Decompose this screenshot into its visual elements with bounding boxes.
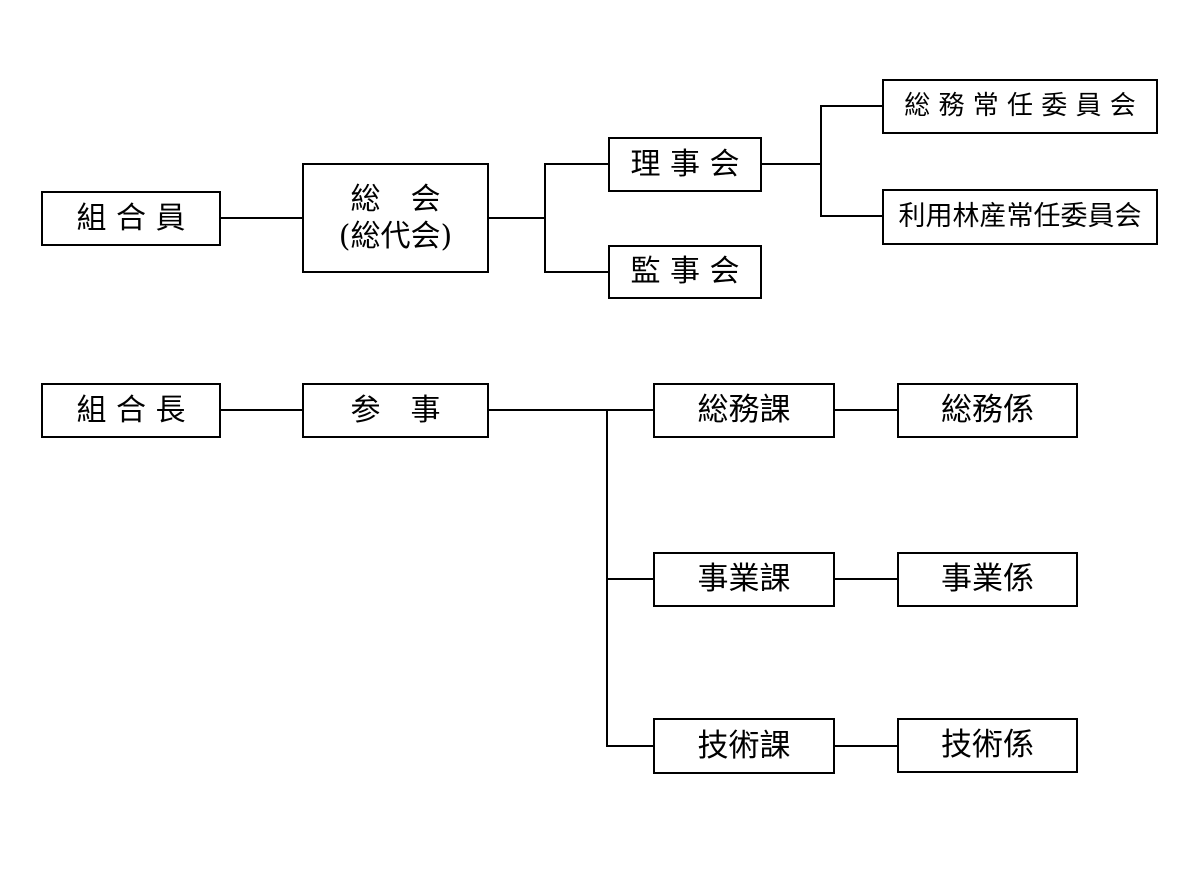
node-general-meeting-label-line1: 総 会 bbox=[350, 181, 441, 217]
node-union-member-label: 組 合 員 bbox=[76, 200, 186, 236]
node-business-division: 事業課 bbox=[653, 552, 835, 607]
connector-member-to-meeting bbox=[221, 217, 302, 219]
node-counselor-label: 参 事 bbox=[350, 392, 441, 428]
connector-branch-to-auditors bbox=[544, 271, 608, 273]
node-union-president-label: 組 合 長 bbox=[76, 392, 186, 428]
node-general-affairs-section: 総務係 bbox=[897, 383, 1078, 438]
node-technical-division: 技術課 bbox=[653, 718, 835, 774]
connector-counselor-to-trunk bbox=[489, 409, 608, 411]
connector-trunk-vertical-divisions bbox=[606, 409, 608, 747]
connector-trunk-to-business-division bbox=[608, 578, 653, 580]
node-board-of-directors-label: 理 事 会 bbox=[630, 146, 740, 182]
node-general-affairs-standing-committee: 総 務 常 任 委 員 会 bbox=[882, 79, 1158, 134]
connector-trunk-to-general-affairs-division bbox=[608, 409, 653, 411]
connector-trunk-to-technical-division bbox=[608, 745, 653, 747]
node-business-section-label: 事業係 bbox=[941, 561, 1034, 598]
node-general-affairs-standing-committee-label: 総 務 常 任 委 員 会 bbox=[904, 91, 1136, 122]
node-general-affairs-division-label: 総務課 bbox=[697, 392, 791, 429]
node-board-of-auditors: 監 事 会 bbox=[608, 245, 762, 299]
connector-general-affairs-division-to-section bbox=[835, 409, 897, 411]
connector-board-to-branch bbox=[762, 163, 822, 165]
node-union-president: 組 合 長 bbox=[41, 383, 221, 438]
connector-technical-division-to-section bbox=[835, 745, 897, 747]
connector-president-to-counselor bbox=[221, 409, 302, 411]
node-technical-section-label: 技術係 bbox=[941, 727, 1034, 764]
node-technical-division-label: 技術課 bbox=[697, 727, 791, 764]
node-technical-section: 技術係 bbox=[897, 718, 1078, 773]
node-general-meeting: 総 会 (総代会) bbox=[302, 163, 489, 273]
node-forest-products-standing-committee-label: 利用林産常任委員会 bbox=[898, 201, 1142, 233]
node-general-affairs-division: 総務課 bbox=[653, 383, 835, 438]
node-counselor: 参 事 bbox=[302, 383, 489, 438]
node-forest-products-standing-committee: 利用林産常任委員会 bbox=[882, 189, 1158, 245]
node-general-affairs-section-label: 総務係 bbox=[941, 392, 1034, 429]
node-union-member: 組 合 員 bbox=[41, 191, 221, 246]
connector-meeting-to-branch bbox=[489, 217, 545, 219]
connector-branch-to-forest-products-committee bbox=[820, 215, 882, 217]
connector-branch-to-general-affairs-committee bbox=[820, 105, 882, 107]
node-general-meeting-label-line2: (総代会) bbox=[338, 219, 453, 254]
connector-business-division-to-section bbox=[835, 578, 897, 580]
connector-branch-vertical-committees bbox=[820, 105, 822, 217]
node-board-of-auditors-label: 監 事 会 bbox=[630, 254, 740, 290]
node-board-of-directors: 理 事 会 bbox=[608, 137, 762, 192]
connector-branch-vertical-board-auditors bbox=[544, 163, 546, 273]
connector-branch-to-board bbox=[544, 163, 608, 165]
node-business-division-label: 事業課 bbox=[697, 561, 791, 598]
node-business-section: 事業係 bbox=[897, 552, 1078, 607]
